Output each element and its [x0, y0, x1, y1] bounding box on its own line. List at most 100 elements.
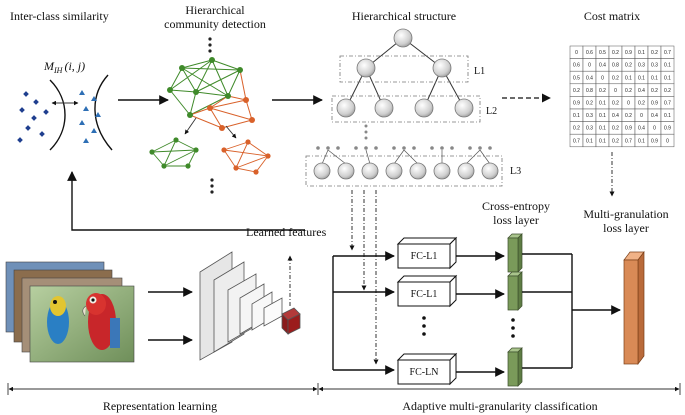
cost-matrix-value: 0.3 — [651, 63, 658, 69]
parrot-image — [47, 293, 120, 350]
tree-node-l1 — [432, 58, 452, 78]
cost-matrix-value: 0.2 — [586, 101, 593, 107]
level-3-edges — [321, 149, 491, 165]
cost-matrix-value: 0.2 — [612, 138, 619, 144]
class-a-points — [17, 91, 49, 143]
loss-ellipsis — [511, 318, 515, 338]
class-boundary-left — [49, 79, 66, 151]
cost-matrix-value: 0.2 — [573, 88, 580, 94]
cnn-backbone — [199, 251, 301, 361]
cost-matrix-value: 0.2 — [612, 50, 619, 56]
cost-matrix-value: 0 — [653, 126, 656, 132]
multi-granulation-label-2: loss layer — [603, 221, 649, 235]
cost-matrix-value: 0 — [575, 50, 578, 56]
cost-matrix-value: 0.2 — [638, 101, 645, 107]
tree-node-l3 — [361, 162, 379, 180]
cost-matrix-value: 0.2 — [625, 113, 632, 119]
cost-matrix-value: 0.1 — [599, 101, 606, 107]
tree-node-l3 — [409, 162, 427, 180]
tree-node-l3 — [385, 162, 403, 180]
tree-node-l3 — [337, 162, 355, 180]
tree-node-l3 — [313, 162, 331, 180]
cost-matrix-value: 0.9 — [573, 101, 580, 107]
cost-matrix-value: 0.3 — [586, 126, 593, 132]
level-1-label: L1 — [474, 66, 485, 77]
cost-matrix-value: 0.1 — [586, 138, 593, 144]
cost-matrix-value: 0.7 — [625, 138, 632, 144]
fc-layer-label: FC-L1 — [411, 289, 438, 300]
input-image-stack — [5, 261, 135, 363]
feature-distribution-lines — [332, 251, 395, 375]
cost-matrix-value: 0.1 — [638, 138, 645, 144]
cross-entropy-block — [507, 233, 523, 273]
split-arrow-right — [225, 125, 237, 139]
ellipsis-bottom — [210, 178, 214, 194]
inter-class-similarity-label: Inter-class similarity — [10, 9, 109, 23]
cost-matrix-value: 0.9 — [651, 101, 658, 107]
orange-subcommunity — [221, 139, 271, 175]
cost-matrix-value: 0.2 — [651, 88, 658, 94]
level-3-box — [305, 155, 503, 187]
tree-node-l3 — [481, 162, 499, 180]
adaptive-classification-label: Adaptive multi-granularity classificatio… — [402, 399, 597, 413]
tree-node-l1 — [356, 58, 376, 78]
cost-matrix-value: 0.7 — [573, 138, 580, 144]
cost-matrix-value: 0.9 — [651, 138, 658, 144]
split-arrow-left — [184, 117, 197, 135]
community-detection-label-1: Hierarchical — [185, 3, 245, 17]
cost-matrix-value: 0.2 — [625, 88, 632, 94]
cost-matrix-value: 0.2 — [625, 63, 632, 69]
tree-node-l3 — [457, 162, 475, 180]
cost-matrix-value: 0 — [640, 113, 643, 119]
cost-matrix-value: 0.4 — [586, 75, 593, 81]
tree-continuation-dots — [316, 124, 492, 150]
tree-node-l2 — [336, 98, 356, 118]
cost-matrix-value: 0 — [666, 138, 669, 144]
cost-matrix-value: 0.1 — [599, 126, 606, 132]
cost-matrix-value: 0.4 — [612, 113, 619, 119]
cost-matrix-value: 0.2 — [612, 101, 619, 107]
cost-matrix-value: 0.1 — [573, 113, 580, 119]
orange-community-graph — [189, 69, 253, 129]
community-detection-label-2: community detection — [164, 17, 266, 31]
cost-matrix-value: 0.8 — [612, 63, 619, 69]
level-1-box — [339, 55, 469, 83]
hierarchical-structure-panel: Hierarchical structure L1 L2 L3 — [305, 9, 521, 187]
cross-entropy-label-1: Cross-entropy — [482, 199, 550, 213]
cost-matrix-value: 0.9 — [625, 126, 632, 132]
cross-entropy-label-2: loss layer — [493, 213, 539, 227]
cost-matrix-cell — [660, 133, 675, 148]
cross-entropy-block — [507, 347, 523, 387]
cost-matrix-value: 0.2 — [612, 75, 619, 81]
cost-matrix-value: 0.1 — [651, 75, 658, 81]
fc-ellipsis — [422, 316, 426, 336]
cost-matrix-value: 0.2 — [664, 88, 671, 94]
tree-root-node — [393, 28, 413, 48]
cost-matrix-value: 0.3 — [586, 113, 593, 119]
fc-layer-label: FC-L1 — [411, 251, 438, 262]
cost-matrix-value: 0.9 — [625, 50, 632, 56]
class-boundary-right — [94, 74, 113, 151]
cost-matrix-value: 0.6 — [586, 50, 593, 56]
cost-matrix-value: 0.7 — [664, 50, 671, 56]
ellipsis-top — [208, 37, 212, 53]
tree-node-l2 — [374, 98, 394, 118]
cost-matrix-value: 0.8 — [586, 88, 593, 94]
fc-layer-label: FC-LN — [410, 367, 439, 378]
section-brackets — [7, 383, 681, 395]
level-2-label: L2 — [486, 106, 497, 117]
cost-matrix-value: 0.1 — [664, 113, 671, 119]
cost-matrix-value: 0.1 — [638, 50, 645, 56]
fc-layer-n: FC-LN — [396, 352, 458, 386]
cost-matrix-value: 0.4 — [599, 63, 606, 69]
cost-matrix-value: 0.2 — [612, 126, 619, 132]
community-graph-nodes — [167, 57, 255, 131]
cost-matrix-label: Cost matrix — [584, 9, 640, 23]
cost-matrix-value: 0.1 — [638, 75, 645, 81]
cost-matrix-value: 0.4 — [638, 88, 645, 94]
cost-matrix-value: 0.1 — [664, 63, 671, 69]
cost-matrix-value: 0.1 — [664, 75, 671, 81]
level-3-label: L3 — [510, 166, 521, 177]
